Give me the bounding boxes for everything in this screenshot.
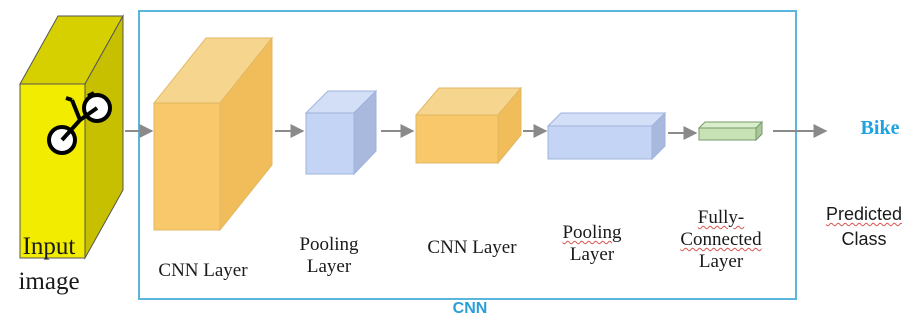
cnn-box (138, 10, 797, 300)
layer-label-cnn-1-text: CNN Layer (158, 260, 248, 281)
layer-label-pooling-1: Pooling Layer (284, 234, 374, 278)
input-label-line2: image (18, 267, 80, 295)
cnn-layer-2-block (414, 86, 523, 165)
bicycle-icon (47, 91, 112, 155)
layer-label-pooling-2-line2: Layer (569, 243, 615, 265)
layer-label-cnn-2-text: CNN Layer (427, 237, 517, 258)
layer-label-pooling-2: Pooling Layer (547, 222, 637, 266)
predicted-class-label: Predicted Class (813, 204, 915, 249)
layer-label-cnn-2: CNN Layer (412, 237, 532, 259)
predicted-class-line1: Predicted (825, 204, 903, 224)
pooling-layer-1-block (304, 89, 378, 176)
layer-label-pooling-2-line1: Pooling (562, 222, 622, 243)
layer-label-cnn-1: CNN Layer (148, 260, 258, 282)
pooling-layer-2-block (546, 111, 667, 161)
layer-label-fully-connected: Fully- Connected Layer (666, 207, 776, 273)
cnn-box-label-text: CNN (452, 300, 488, 317)
cnn-layer-1-block (152, 36, 274, 232)
layer-label-pooling-1-line1: Pooling (299, 234, 359, 255)
layer-label-fc-line2: Connected (680, 228, 762, 250)
bike-class-text: Bike (860, 117, 900, 139)
layer-label-pooling-1-line2: Layer (306, 255, 352, 277)
input-label-line1: Input (22, 233, 76, 260)
flow-arrows (125, 124, 828, 140)
layer-label-fc-line3: Layer (698, 250, 744, 272)
input-image-block (19, 14, 124, 260)
predicted-class-line2: Class (841, 228, 887, 249)
cnn-box-label: CNN (440, 300, 500, 318)
fully-connected-block (697, 120, 764, 142)
bike-class-label: Bike (845, 117, 915, 140)
input-label: Input image (6, 233, 92, 297)
layer-label-fc-line1: Fully- (697, 207, 745, 228)
